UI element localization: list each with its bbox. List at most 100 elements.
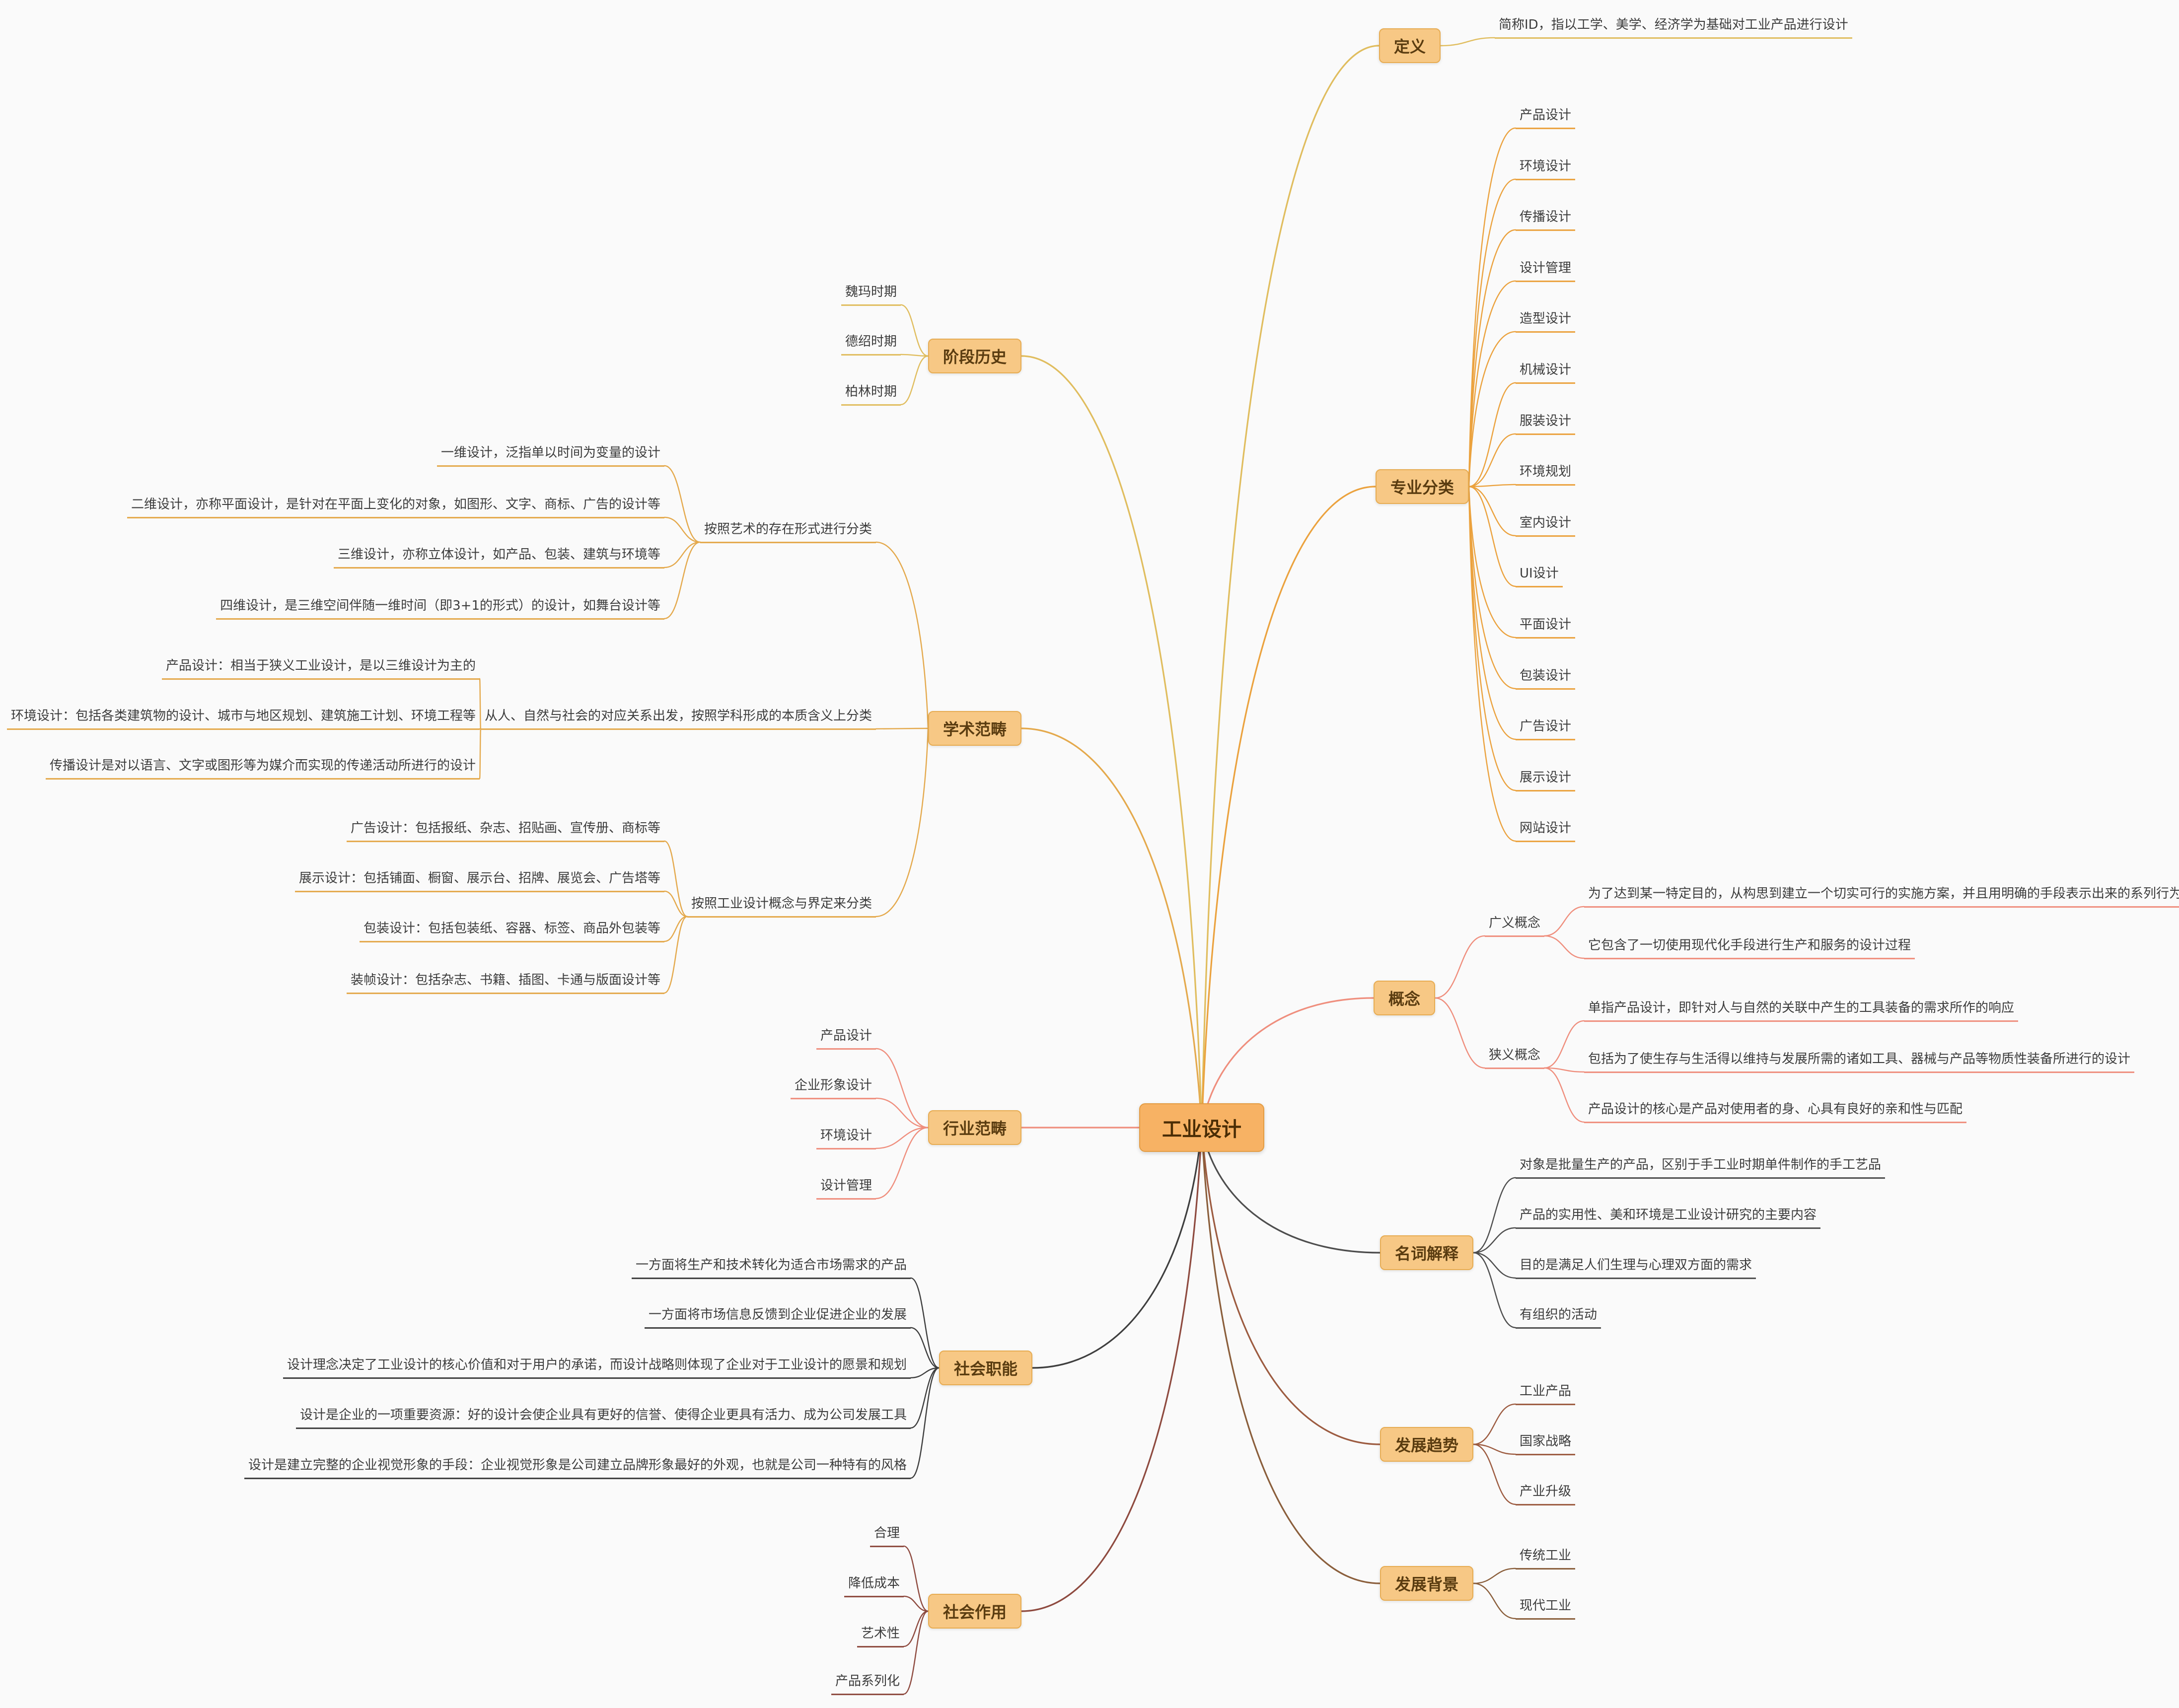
sub-topic[interactable]: 环境设计 [816, 1128, 876, 1149]
sub-topic[interactable]: 按照工业设计概念与界定来分类 [687, 896, 876, 918]
sub-topic[interactable]: 降低成本 [844, 1575, 904, 1597]
connector-line [900, 304, 929, 357]
connector-line [1468, 433, 1517, 488]
connector-line [1020, 727, 1203, 1129]
sub-topic[interactable]: 产业升级 [1516, 1484, 1576, 1505]
sub-topic[interactable]: 产品设计的核心是产品对使用者的身、心具有良好的亲和性与匹配 [1584, 1101, 1967, 1123]
sub-topic[interactable]: 三维设计，亦称立体设计，如产品、包装、建筑与环境等 [333, 547, 664, 569]
sub-topic[interactable]: 德绍时期 [841, 334, 901, 356]
sub-topic[interactable]: 产品设计：相当于狭义工业设计，是以三维设计为主的 [161, 658, 480, 680]
sub-topic[interactable]: 为了达到某一特定目的，从构思到建立一个切实可行的实施方案，并且用明确的手段表示出… [1584, 886, 2179, 908]
main-topic[interactable]: 社会作用 [928, 1594, 1022, 1629]
sub-topic[interactable]: 展示设计 [1516, 770, 1576, 791]
connector-line [1468, 229, 1517, 488]
connector-line [1472, 1582, 1517, 1620]
sub-topic[interactable]: 展示设计：包括铺面、橱窗、展示台、招牌、展览会、广告塔等 [294, 870, 664, 892]
connector-line [1468, 486, 1517, 842]
connector-line [479, 678, 482, 730]
sub-topic[interactable]: 传统工业 [1516, 1548, 1576, 1569]
sub-topic[interactable]: 魏玛时期 [841, 284, 901, 306]
connector-line [910, 1367, 940, 1379]
connector-line [1468, 331, 1517, 488]
sub-topic[interactable]: 广告设计：包括报纸、杂志、招贴画、宣传册、商标等 [346, 820, 664, 842]
main-topic[interactable]: 专业分类 [1375, 469, 1469, 504]
connector-line [1468, 486, 1517, 587]
connector-line [1468, 382, 1517, 488]
sub-topic[interactable]: 一方面将市场信息反馈到企业促进企业的发展 [644, 1307, 911, 1329]
main-topic[interactable]: 阶段历史 [928, 339, 1022, 373]
sub-topic[interactable]: 一方面将生产和技术转化为适合市场需求的产品 [631, 1257, 911, 1279]
connector-line [910, 1327, 940, 1369]
connector-line [1468, 178, 1517, 488]
sub-topic[interactable]: 平面设计 [1516, 617, 1576, 639]
main-topic[interactable]: 定义 [1379, 28, 1441, 63]
connector-line [1468, 486, 1517, 791]
main-topic[interactable]: 发展趋势 [1380, 1427, 1474, 1462]
sub-topic[interactable]: 从人、自然与社会的对应关系出发，按照学科形成的本质含义上分类 [480, 708, 876, 730]
connector-line [1201, 1127, 1381, 1584]
connector-line [663, 465, 701, 543]
sub-topic[interactable]: 环境规划 [1516, 464, 1576, 486]
sub-topic[interactable]: 有组织的活动 [1516, 1307, 1601, 1329]
sub-topic[interactable]: 一维设计，泛指单以时间为变量的设计 [436, 445, 664, 467]
sub-topic[interactable]: 设计理念决定了工业设计的核心价值和对于用户的承诺，而设计战略则体现了企业对于工业… [283, 1357, 911, 1379]
connector-line [875, 727, 929, 730]
connector-line [903, 1545, 929, 1612]
sub-topic[interactable]: 包装设计 [1516, 668, 1576, 690]
connector-line [1031, 1127, 1203, 1369]
sub-topic[interactable]: 包装设计：包括包装纸、容器、标签、商品外包装等 [359, 921, 664, 942]
sub-topic[interactable]: 柏林时期 [841, 384, 901, 406]
sub-topic[interactable]: 广义概念 [1485, 915, 1545, 937]
sub-topic[interactable]: 它包含了一切使用现代化手段进行生产和服务的设计过程 [1584, 937, 1915, 959]
sub-topic[interactable]: 按照艺术的存在形式进行分类 [700, 521, 876, 543]
sub-topic[interactable]: 装帧设计：包括杂志、书籍、插图、卡通与版面设计等 [346, 972, 664, 994]
sub-topic[interactable]: 对象是批量生产的产品，区别于手工业时期单件制作的手工艺品 [1516, 1157, 1886, 1179]
connector-line [1468, 486, 1517, 740]
sub-topic[interactable]: 产品设计 [816, 1028, 876, 1050]
sub-topic[interactable]: 简称ID，指以工学、美学、经济学为基础对工业产品进行设计 [1495, 17, 1852, 39]
main-topic[interactable]: 行业范畴 [928, 1110, 1022, 1145]
central-topic[interactable]: 工业设计 [1139, 1103, 1264, 1152]
sub-topic[interactable]: 目的是满足人们生理与心理双方面的需求 [1516, 1257, 1756, 1279]
sub-topic[interactable]: 现代工业 [1516, 1598, 1576, 1620]
connector-line [1201, 997, 1375, 1129]
main-topic[interactable]: 概念 [1373, 981, 1436, 1015]
sub-topic[interactable]: 国家战略 [1516, 1433, 1576, 1455]
sub-topic[interactable]: 网站设计 [1516, 820, 1576, 842]
sub-topic[interactable]: 产品设计 [1516, 107, 1576, 129]
sub-topic[interactable]: 环境设计 [1516, 158, 1576, 180]
main-topic[interactable]: 学术范畴 [928, 711, 1022, 746]
sub-topic[interactable]: 合理 [870, 1525, 904, 1547]
sub-topic[interactable]: 服装设计 [1516, 413, 1576, 435]
sub-topic[interactable]: 产品系列化 [831, 1673, 904, 1695]
sub-topic[interactable]: 包括为了使生存与生活得以维持与发展所需的诸如工具、器械与产品等物质性装备所进行的… [1584, 1051, 2135, 1073]
sub-topic[interactable]: 机械设计 [1516, 362, 1576, 384]
connector-line [663, 541, 701, 620]
main-topic[interactable]: 发展背景 [1380, 1566, 1474, 1601]
connector-line [1468, 280, 1517, 488]
connector-line [1020, 355, 1203, 1129]
main-topic[interactable]: 名词解释 [1380, 1235, 1474, 1270]
sub-topic[interactable]: 二维设计，亦称平面设计，是针对在平面上变化的对象，如图形、文字、商标、广告的设计… [127, 497, 664, 518]
sub-topic[interactable]: 造型设计 [1516, 311, 1576, 333]
sub-topic[interactable]: 传播设计 [1516, 209, 1576, 231]
sub-topic[interactable]: 室内设计 [1516, 515, 1576, 537]
sub-topic[interactable]: 传播设计是对以语言、文字或图形等为媒介而实现的传递活动所进行的设计 [45, 758, 480, 780]
sub-topic[interactable]: 设计是建立完整的企业视觉形象的手段：企业视觉形象是公司建立品牌形象最好的外观，也… [244, 1457, 911, 1479]
sub-topic[interactable]: 工业产品 [1516, 1383, 1576, 1405]
sub-topic[interactable]: 设计是企业的一项重要资源：好的设计会使企业具有更好的信誉、使得企业更具有活力、成… [295, 1407, 911, 1429]
sub-topic[interactable]: 广告设计 [1516, 718, 1576, 740]
sub-topic[interactable]: 设计管理 [1516, 260, 1576, 282]
sub-topic[interactable]: 艺术性 [857, 1626, 904, 1647]
connector-line [663, 916, 688, 942]
sub-topic[interactable]: 环境设计：包括各类建筑物的设计、城市与地区规划、建筑施工计划、环境工程等 [6, 708, 480, 730]
sub-topic[interactable]: 设计管理 [816, 1178, 876, 1200]
sub-topic[interactable]: 企业形象设计 [790, 1077, 876, 1099]
sub-topic[interactable]: 产品的实用性、美和环境是工业设计研究的主要内容 [1516, 1207, 1821, 1229]
sub-topic[interactable]: 单指产品设计，即针对人与自然的关联中产生的工具装备的需求所作的响应 [1584, 1000, 2019, 1022]
connector-line [1201, 1127, 1381, 1445]
sub-topic[interactable]: 狭义概念 [1485, 1047, 1545, 1069]
sub-topic[interactable]: UI设计 [1516, 566, 1563, 587]
main-topic[interactable]: 社会职能 [939, 1351, 1033, 1385]
sub-topic[interactable]: 四维设计，是三维空间伴随一维时间（即3+1的形式）的设计，如舞台设计等 [216, 598, 664, 620]
